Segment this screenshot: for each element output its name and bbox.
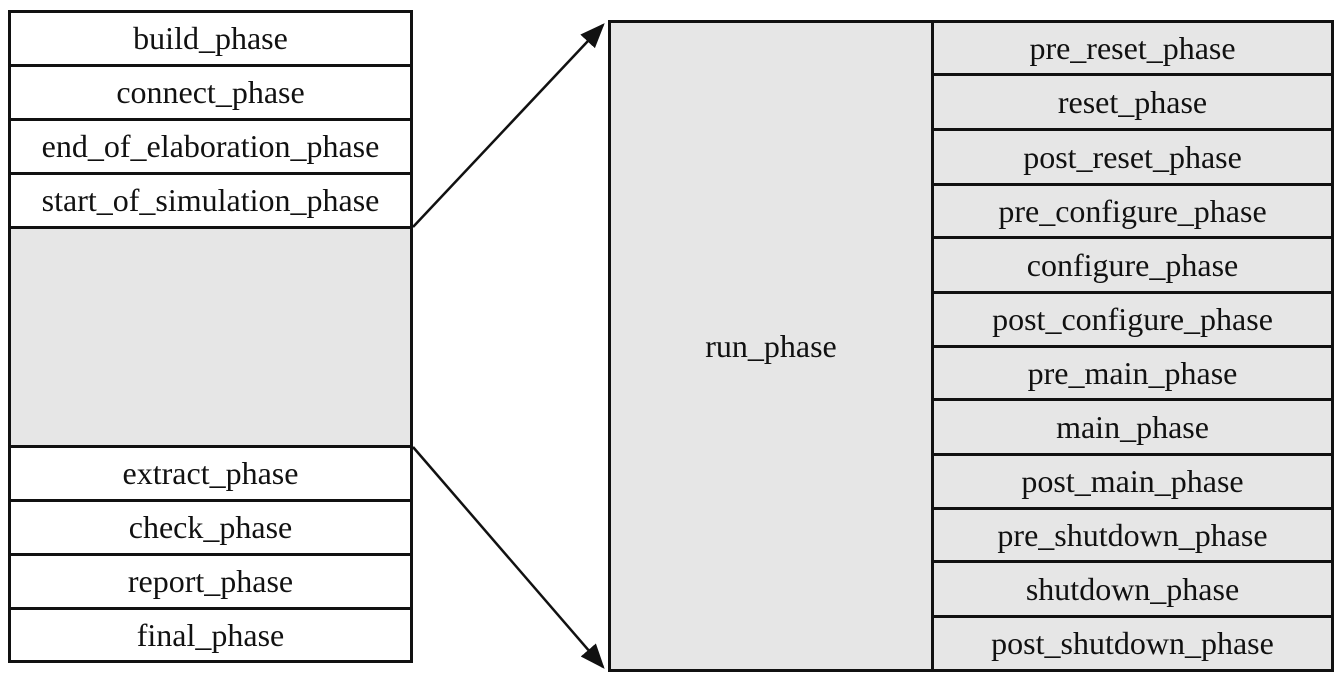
phase-label: end_of_elaboration_phase	[41, 128, 380, 164]
phase-label: report_phase	[127, 563, 294, 599]
subphase-box-post-main: post_main_phase	[931, 453, 1334, 510]
subphase-label: pre_reset_phase	[1029, 29, 1236, 66]
subphase-box-pre-main: pre_main_phase	[931, 345, 1334, 401]
run-phase-box: run_phase	[608, 20, 934, 672]
subphase-label: pre_main_phase	[1027, 354, 1238, 391]
subphase-box-reset: reset_phase	[931, 73, 1334, 131]
phase-label: final_phase	[136, 616, 285, 653]
subphase-label: post_reset_phase	[1023, 138, 1242, 175]
subphase-label: main_phase	[1056, 408, 1209, 445]
subphase-box-main: main_phase	[931, 398, 1334, 456]
subphase-label: shutdown_phase	[1025, 570, 1240, 607]
phase-box-build: build_phase	[8, 10, 413, 67]
subphase-box-post-reset: post_reset_phase	[931, 128, 1334, 186]
subphase-label: reset_phase	[1057, 83, 1208, 120]
run-phase-label: run_phase	[705, 327, 837, 364]
phase-box-report: report_phase	[8, 553, 413, 610]
run-phase-placeholder-box	[8, 226, 413, 448]
phase-box-start-of-simulation: start_of_simulation_phase	[8, 172, 413, 229]
subphase-box-configure: configure_phase	[931, 236, 1334, 294]
subphase-label: configure_phase	[1026, 246, 1239, 283]
subphase-label: post_main_phase	[1021, 463, 1244, 499]
phase-label: extract_phase	[122, 455, 299, 491]
phase-label: check_phase	[128, 509, 293, 545]
subphase-label: post_configure_phase	[992, 301, 1273, 337]
subphase-box-post-shutdown: post_shutdown_phase	[931, 615, 1334, 672]
phase-box-extract: extract_phase	[8, 445, 413, 502]
subphase-label: pre_configure_phase	[998, 192, 1267, 229]
phase-label: build_phase	[133, 20, 288, 56]
phase-box-end-of-elaboration: end_of_elaboration_phase	[8, 118, 413, 175]
subphase-box-pre-shutdown: pre_shutdown_phase	[931, 507, 1334, 563]
arrow-to-run-phase-bottom	[412, 446, 605, 669]
subphase-label: pre_shutdown_phase	[997, 516, 1268, 553]
phase-box-final: final_phase	[8, 607, 413, 663]
subphase-box-pre-reset: pre_reset_phase	[931, 20, 1334, 76]
phase-label: start_of_simulation_phase	[41, 182, 380, 218]
phase-box-check: check_phase	[8, 499, 413, 556]
subphase-box-shutdown: shutdown_phase	[931, 560, 1334, 618]
subphase-label: post_shutdown_phase	[991, 625, 1274, 661]
subphase-box-post-configure: post_configure_phase	[931, 291, 1334, 348]
phase-box-connect: connect_phase	[8, 64, 413, 121]
phase-label: connect_phase	[116, 74, 305, 110]
arrow-to-run-phase-top	[412, 23, 605, 228]
subphase-box-pre-configure: pre_configure_phase	[931, 183, 1334, 239]
